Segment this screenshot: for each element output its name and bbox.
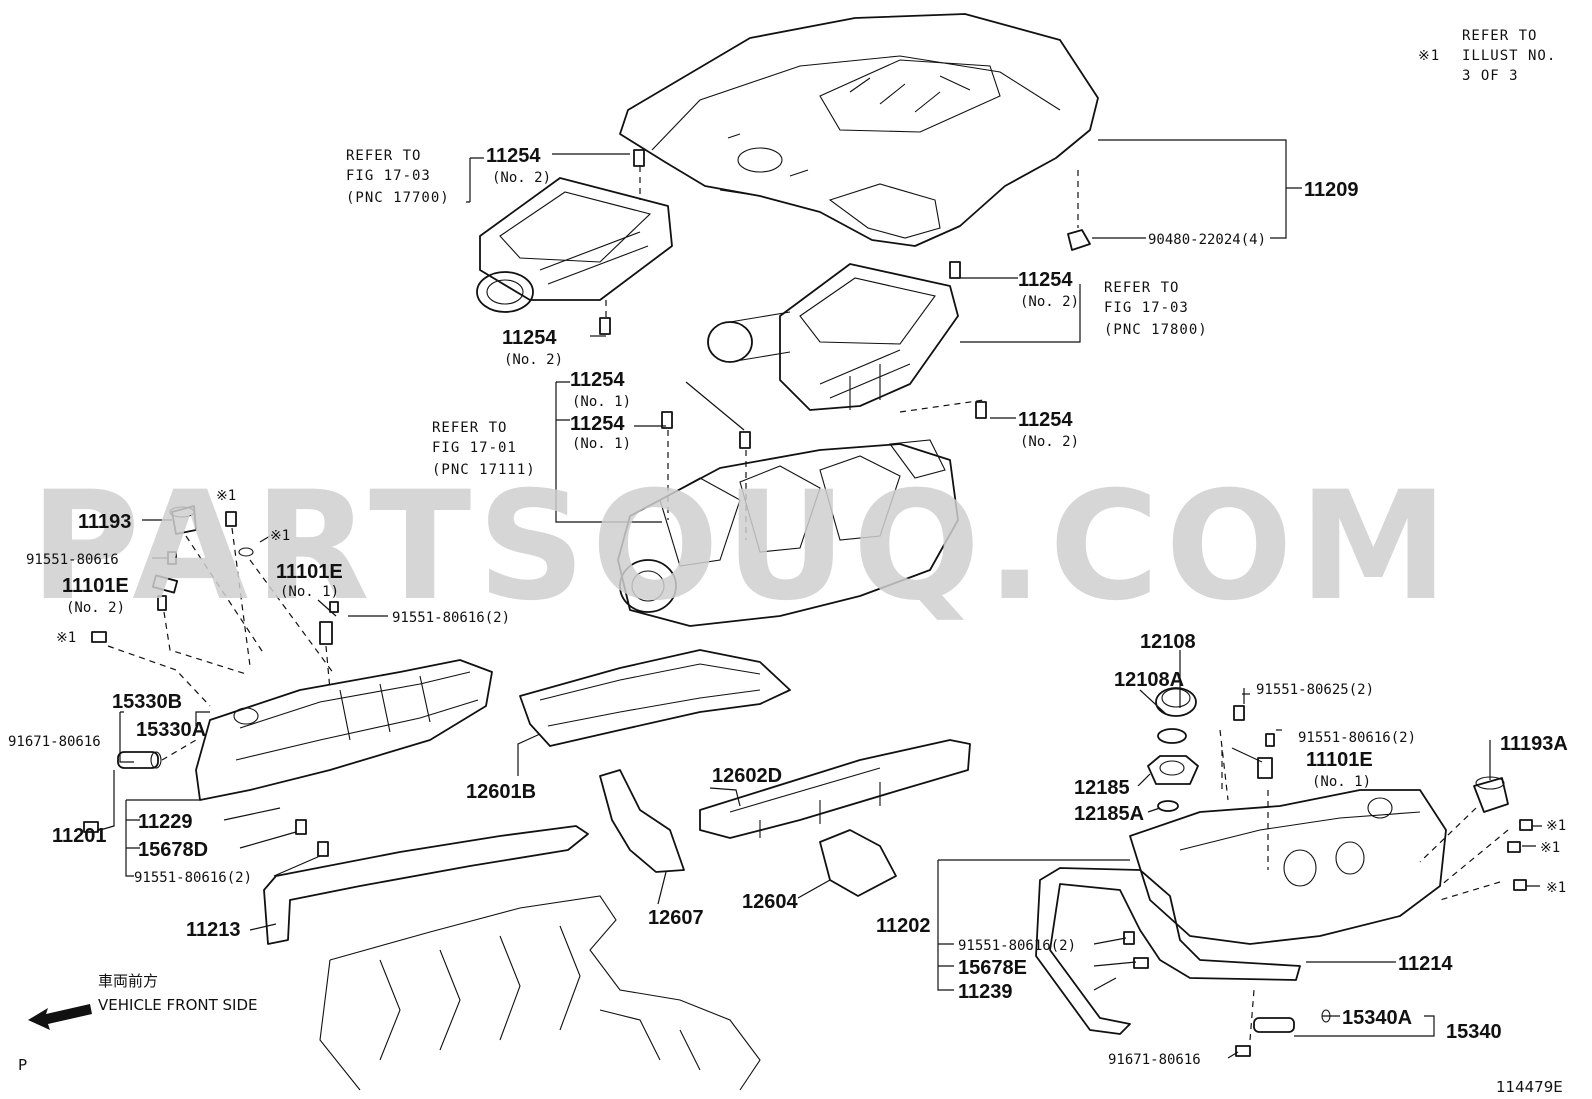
label-11254: 11254: [570, 413, 625, 435]
leader-lines: [99, 139, 1542, 1059]
label-11254: 11254: [486, 145, 541, 167]
engine-cover-11209: [619, 13, 1099, 247]
engine-block: [319, 895, 761, 1091]
label-no1: (No. 1): [1312, 774, 1371, 790]
label-90480: 90480-22024(4): [1148, 232, 1266, 248]
label-91671: 91671-80616: [1108, 1052, 1201, 1068]
watermark: PARTSOUQ.COM: [30, 460, 1454, 634]
label-11101E: 11101E: [62, 575, 129, 597]
ref-fig-17-03-left: REFER TO FIG 17-03 (PNC 17700): [346, 148, 450, 206]
label-15340: 15340: [1446, 1021, 1502, 1043]
air-intake-right: [707, 263, 959, 411]
label-91671: 91671-80616: [8, 734, 101, 750]
oil-filler-cap: [1147, 687, 1199, 812]
label-11101E: 11101E: [276, 561, 343, 583]
head-cover-gasket-right: [1035, 867, 1301, 1035]
label-12604: 12604: [742, 891, 798, 913]
label-12601B: 12601B: [466, 781, 536, 803]
cylinder-head-cover-left: [195, 659, 493, 801]
label-11213: 11213: [186, 919, 241, 941]
bracket-12604: [819, 829, 897, 897]
label-12185: 12185: [1074, 777, 1130, 799]
label-no1: (No. 1): [572, 394, 631, 410]
label-12108: 12108: [1140, 631, 1196, 653]
label-star1: ※1: [1540, 840, 1560, 856]
note-line-1: REFER TO: [1462, 28, 1537, 44]
note-line-2: ILLUST NO.: [1462, 48, 1556, 64]
label-11214: 11214: [1398, 953, 1453, 975]
label-91551x2: 91551-80616(2): [392, 610, 510, 626]
ref-line: FIG 17-03: [346, 168, 431, 184]
note-line-3: 3 OF 3: [1462, 68, 1519, 84]
label-11229: 11229: [138, 811, 193, 833]
label-star1: ※1: [1546, 880, 1566, 896]
label-11239: 11239: [958, 981, 1013, 1003]
label-12602D: 12602D: [712, 765, 782, 787]
label-91551x2: 91551-80616(2): [1298, 730, 1416, 746]
label-15678D: 15678D: [138, 839, 208, 861]
label-12607: 12607: [648, 907, 704, 929]
front-label-en: VEHICLE FRONT SIDE: [98, 996, 258, 1014]
head-cover-gasket-left: [263, 825, 589, 945]
ref-line: FIG 17-01: [432, 440, 517, 456]
label-no1: (No. 1): [280, 584, 339, 600]
intake-manifold: [617, 439, 959, 627]
gasket-12601B: [519, 649, 791, 747]
label-15330B: 15330B: [112, 691, 182, 713]
label-11193A: 11193A: [1500, 733, 1568, 755]
label-star1: ※1: [1546, 818, 1566, 834]
ref-line: FIG 17-03: [1104, 300, 1189, 316]
label-11101E: 11101E: [1306, 749, 1373, 771]
label-11254: 11254: [502, 327, 557, 349]
ref-line: (PNC 17700): [346, 190, 450, 206]
label-no2: (No. 2): [492, 170, 551, 186]
label-11201: 11201: [52, 825, 107, 847]
label-15340A: 15340A: [1342, 1007, 1412, 1029]
label-91551: 91551-80616: [26, 552, 119, 568]
bracket-12602D: [699, 739, 971, 839]
front-label-jp: 車両前方: [98, 972, 158, 990]
cylinder-head-cover-right: [1129, 789, 1447, 945]
label-no1: (No. 1): [572, 436, 631, 452]
label-15678E: 15678E: [958, 957, 1027, 979]
vehicle-front-indicator: 車両前方 VEHICLE FRONT SIDE: [28, 972, 258, 1030]
note-symbol: ※1: [1418, 48, 1440, 64]
illustration-number: 114479E: [1496, 1078, 1563, 1096]
ref-line: (PNC 17111): [432, 462, 536, 478]
corner-letter: P: [18, 1056, 27, 1074]
label-star1: ※1: [270, 528, 290, 544]
ref-line: REFER TO: [1104, 280, 1179, 296]
label-no2: (No. 2): [66, 600, 125, 616]
bracket-12607: [599, 769, 685, 873]
label-11254: 11254: [1018, 269, 1073, 291]
label-11254: 11254: [1018, 409, 1073, 431]
ref-fig-17-03-right: REFER TO FIG 17-03 (PNC 17800): [1104, 280, 1208, 338]
label-no2: (No. 2): [1020, 434, 1079, 450]
label-15330A: 15330A: [136, 719, 206, 741]
label-91551x2: 91551-80616(2): [958, 938, 1076, 954]
note-refer-illust: ※1 REFER TO ILLUST NO. 3 OF 3: [1418, 28, 1556, 84]
ref-line: REFER TO: [432, 420, 507, 436]
ref-line: REFER TO: [346, 148, 421, 164]
label-star1: ※1: [216, 488, 236, 504]
air-intake-left: [476, 177, 673, 313]
label-no2: (No. 2): [1020, 294, 1079, 310]
label-11193: 11193: [78, 511, 131, 533]
plug-11193A: [1473, 776, 1509, 813]
label-12185A: 12185A: [1074, 803, 1144, 825]
label-star1: ※1: [56, 630, 76, 646]
label-91551x2: 91551-80616(2): [134, 870, 252, 886]
plug-11193: [169, 505, 197, 535]
label-11209: 11209: [1304, 179, 1359, 201]
part-labels: 11254 (No. 2) 11209 90480-22024(4) 11254…: [8, 145, 1568, 1068]
ref-fig-17-01: REFER TO FIG 17-01 (PNC 17111): [432, 420, 536, 478]
label-11202: 11202: [876, 915, 931, 937]
label-12108A: 12108A: [1114, 669, 1184, 691]
label-91551-625: 91551-80625(2): [1256, 682, 1374, 698]
front-arrow-icon: [28, 1004, 92, 1030]
ref-line: (PNC 17800): [1104, 322, 1208, 338]
label-no2: (No. 2): [504, 352, 563, 368]
label-11254: 11254: [570, 369, 625, 391]
